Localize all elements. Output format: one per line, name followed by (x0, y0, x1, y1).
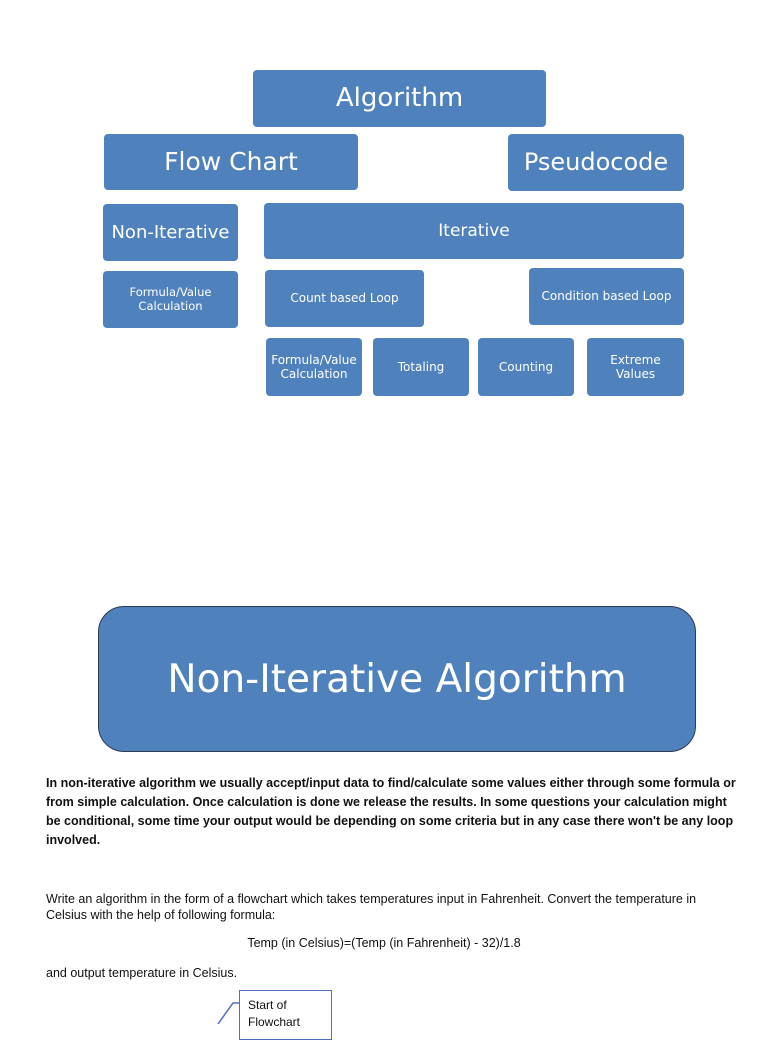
formula-line: Temp (in Celsius)=(Temp (in Fahrenheit) … (247, 936, 521, 950)
output-line: and output temperature in Celsius. (46, 966, 238, 980)
flowchart-start-callout: Start of Flowchart (239, 990, 332, 1040)
intro-paragraph: In non-iterative algorithm we usually ac… (46, 776, 736, 847)
iterative-box: Iterative (264, 203, 684, 259)
pseudocode-box: Pseudocode (508, 134, 684, 191)
algorithm-box: Algorithm (253, 70, 546, 127)
count-based-loop-box: Count based Loop (265, 270, 424, 327)
flow-chart-box: Flow Chart (104, 134, 358, 190)
formula-calculation-box: Formula/Value Calculation (103, 271, 238, 328)
counting-box: Counting (478, 338, 574, 396)
callout-connector (217, 1002, 241, 1024)
condition-based-loop-box: Condition based Loop (529, 268, 684, 325)
task-paragraph: Write an algorithm in the form of a flow… (46, 892, 697, 922)
iterative-formula-calculation-box: Formula/Value Calculation (266, 338, 362, 396)
totaling-box: Totaling (373, 338, 469, 396)
non-iterative-box: Non-Iterative (103, 204, 238, 261)
section-banner: Non-Iterative Algorithm (98, 606, 696, 752)
extreme-values-box: Extreme Values (587, 338, 684, 396)
